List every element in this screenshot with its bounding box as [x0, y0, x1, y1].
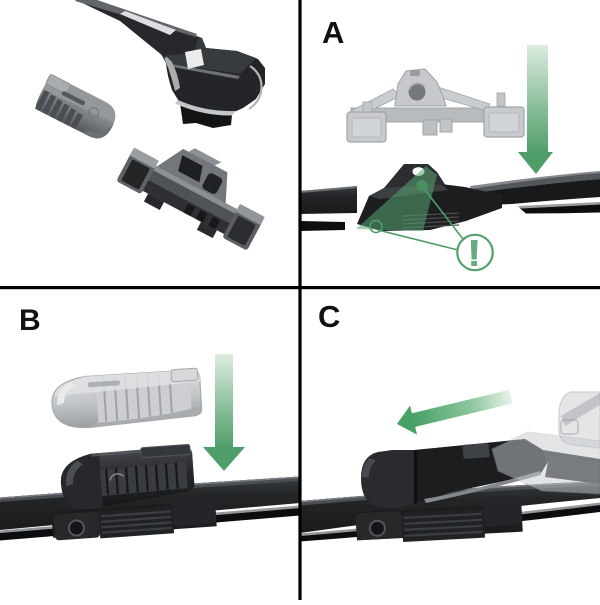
svg-text:B: B — [19, 304, 41, 337]
svg-text:C: C — [318, 299, 340, 334]
svg-text:A: A — [322, 15, 344, 50]
